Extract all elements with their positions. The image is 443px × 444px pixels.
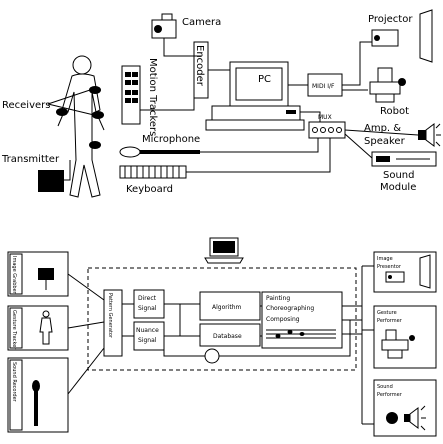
- pattern-generator-label: Pattern Generator: [107, 293, 113, 339]
- laptop-icon: [204, 237, 244, 264]
- receiver-sensors: [56, 86, 104, 149]
- image-presentor-box: [373, 251, 437, 293]
- performer-figure: [57, 55, 105, 198]
- gesture-tracker-label: Gesture Tracker: [11, 310, 17, 350]
- nuance-signal-label-1: Nuance: [136, 327, 159, 334]
- feedback-node: [204, 348, 220, 364]
- algorithm-box: [199, 291, 261, 321]
- image-grabber-label: Image Grabber: [11, 256, 17, 295]
- gesture-performer-box: [373, 305, 437, 369]
- pattern-generator-box: [103, 289, 123, 357]
- mux-label: MUX: [318, 114, 332, 121]
- robot-label: Robot: [380, 106, 409, 117]
- midi-label: MIDI I/F: [312, 83, 335, 90]
- gesture-performer-label-1: Gesture: [377, 310, 397, 316]
- algorithm-label: Algorithm: [212, 304, 242, 311]
- pc-label: PC: [258, 74, 271, 85]
- pc-computer: [205, 61, 305, 131]
- top-connections: [64, 41, 419, 181]
- sound-performer-box: [373, 379, 437, 437]
- keyboard-label: Keyboard: [126, 184, 173, 195]
- nuance-signal-label-2: Signal: [138, 337, 157, 344]
- sound-performer-label-2: Performer: [377, 392, 403, 398]
- robot-icon: [369, 67, 406, 103]
- camera-label: Camera: [182, 17, 221, 28]
- image-presentor-label-2: Presentor: [377, 264, 402, 270]
- sound-module: [371, 151, 437, 167]
- camera-icon: [151, 13, 177, 48]
- database-label: Database: [213, 333, 242, 340]
- output-process-box: [261, 291, 343, 349]
- image-presentor-label-1: Image: [377, 256, 393, 262]
- database-box: [199, 323, 261, 347]
- motion-tracker-unit: [121, 65, 141, 125]
- keyboard-icon: [119, 165, 187, 179]
- mux-box: [308, 121, 346, 139]
- sound-module-label-2: Module: [380, 182, 416, 193]
- microphone-icon: [119, 146, 200, 158]
- projector-icon: [371, 9, 433, 63]
- receivers-label: Receivers: [2, 100, 50, 111]
- bottom-connections: [67, 265, 374, 425]
- gesture-tracker-box: [7, 305, 69, 351]
- gesture-performer-label-2: Performer: [377, 318, 403, 324]
- music-notes-icon: [266, 329, 336, 339]
- sound-recorder-box: [7, 357, 69, 433]
- encoder-label: Encoder: [194, 45, 205, 87]
- direct-signal-label-1: Direct: [138, 295, 157, 302]
- transmitter-label: Transmitter: [1, 154, 60, 165]
- choreographing-label: Choreographing: [266, 305, 314, 312]
- system-boundary: [87, 267, 357, 371]
- speaker-label: Speaker: [364, 136, 406, 147]
- direct-signal-label-2: Signal: [138, 305, 157, 312]
- painting-label: Painting: [266, 295, 290, 302]
- transmitter-box: [38, 170, 64, 192]
- sound-recorder-label: Sound Recorder: [11, 362, 17, 403]
- sound-performer-label-1: Sound: [377, 384, 393, 390]
- amp-label: Amp. &: [364, 123, 401, 134]
- motion-trackers-label: Motion Trackers: [147, 58, 158, 136]
- speaker-icon: [418, 123, 441, 147]
- composing-label: Composing: [266, 316, 300, 323]
- sound-module-label-1: Sound: [383, 170, 415, 181]
- projector-label: Projector: [368, 14, 413, 25]
- microphone-label: Microphone: [142, 134, 200, 145]
